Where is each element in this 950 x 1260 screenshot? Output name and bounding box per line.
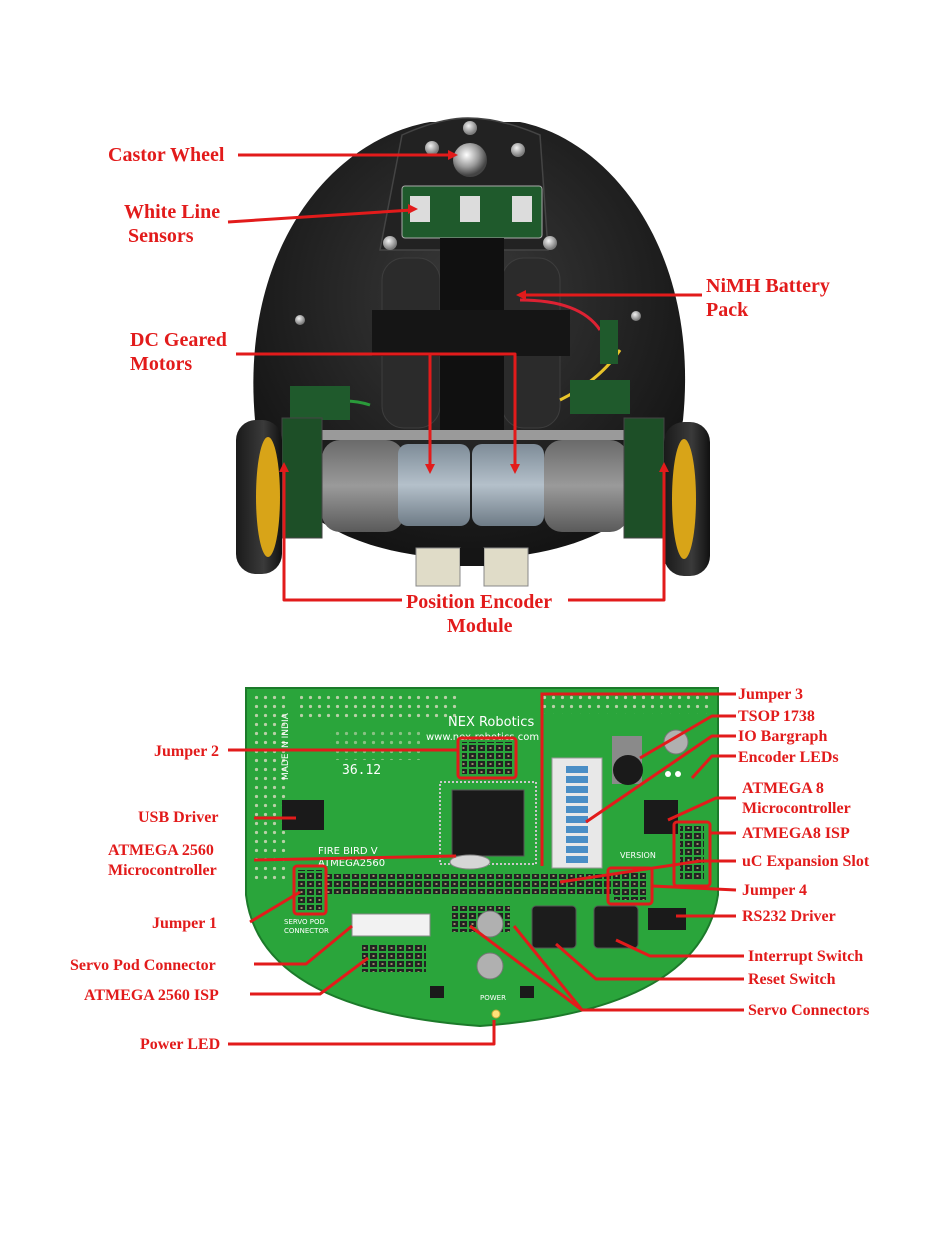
io-bargraph-segments — [566, 766, 588, 863]
usb-driver-chip — [282, 800, 324, 830]
interrupt-switch — [593, 905, 639, 949]
silk-servo-pod-1: SERVO POD — [284, 918, 325, 926]
label-atmega8-2: Microcontroller — [742, 800, 851, 817]
servo-pod-connector — [351, 913, 431, 937]
label-power-led: Power LED — [140, 1036, 220, 1053]
label-reset-switch: Reset Switch — [748, 971, 836, 988]
jumper1-header — [298, 870, 322, 910]
roller-right — [544, 440, 628, 532]
label-tsop: TSOP 1738 — [738, 708, 815, 725]
silk-version: VERSION — [620, 851, 656, 860]
label-encoder-1: Position Encoder — [406, 591, 552, 613]
silk-freq: 36.12 — [342, 763, 381, 778]
crystal — [449, 854, 491, 870]
atmega2560-chip — [451, 789, 525, 857]
expansion-header-right — [483, 547, 529, 587]
silk-mcu: ATMEGA2560 — [318, 858, 385, 869]
jumper4-header — [614, 872, 646, 900]
roller-left — [322, 440, 404, 532]
label-jumper3: Jumper 3 — [738, 686, 803, 703]
label-encoder-leds: Encoder LEDs — [738, 749, 839, 766]
label-rs232: RS232 Driver — [742, 908, 836, 925]
power-led — [491, 1009, 501, 1019]
label-jumper2: Jumper 2 — [154, 743, 219, 760]
robot-leader-lines — [227, 153, 702, 602]
rs232-chip — [648, 908, 686, 930]
label-atmega8-isp: ATMEGA8 ISP — [742, 825, 850, 842]
mount-hole-center — [476, 910, 504, 938]
robot-photo — [236, 117, 710, 587]
motor-left — [398, 444, 470, 526]
silk-made-in: MADE IN INDIA — [281, 712, 291, 780]
pcb-leader-lines — [228, 692, 744, 1046]
label-white-line-2: Sensors — [128, 225, 194, 247]
motor-right — [472, 444, 544, 526]
pcb-highlight-boxes — [292, 692, 720, 916]
silk-brand: NEX Robotics — [448, 715, 534, 730]
label-battery-1: NiMH Battery — [706, 275, 830, 297]
label-jumper4: Jumper 4 — [742, 882, 807, 899]
label-white-line-1: White Line — [124, 201, 220, 223]
label-servo-connectors: Servo Connectors — [748, 1002, 869, 1019]
encoder-leds — [665, 771, 671, 777]
expansion-slot — [326, 874, 622, 894]
robot-leader-arrows — [279, 150, 669, 474]
castor-ball — [453, 143, 487, 177]
label-encoder-2: Module — [447, 615, 513, 637]
silk-power: POWER — [480, 994, 506, 1002]
jumper2-header — [462, 742, 512, 774]
atmega8-isp-header — [680, 826, 704, 880]
label-interrupt-switch: Interrupt Switch — [748, 948, 863, 965]
label-battery-2: Pack — [706, 299, 749, 321]
mount-hole-bottom — [476, 952, 504, 980]
axle-bar — [300, 430, 660, 440]
label-uc-expansion: uC Expansion Slot — [742, 853, 870, 870]
silk-board-name: FIRE BIRD V — [318, 846, 378, 857]
label-servo-pod: Servo Pod Connector — [70, 957, 216, 974]
silk-servo-pod-2: CONNECTOR — [284, 927, 329, 935]
pcb-photo: NEX Robotics www.nex-robotics.com MADE I… — [245, 687, 719, 1028]
atmega2560-isp-header — [362, 944, 426, 972]
label-jumper1: Jumper 1 — [152, 915, 217, 932]
label-atmega2560-1: ATMEGA 2560 — [108, 842, 214, 859]
label-io-bargraph: IO Bargraph — [738, 728, 827, 745]
label-castor-wheel: Castor Wheel — [108, 144, 225, 166]
label-motors-1: DC Geared — [130, 329, 227, 351]
label-motors-2: Motors — [130, 353, 192, 375]
expansion-header-left — [415, 547, 461, 587]
reset-switch — [531, 905, 577, 949]
label-atmega2560-isp: ATMEGA 2560 ISP — [84, 987, 219, 1004]
label-atmega8-1: ATMEGA 8 — [742, 780, 824, 797]
mount-hole-top — [663, 729, 689, 755]
label-atmega2560-2: Microcontroller — [108, 862, 217, 879]
label-usb-driver: USB Driver — [138, 809, 218, 826]
